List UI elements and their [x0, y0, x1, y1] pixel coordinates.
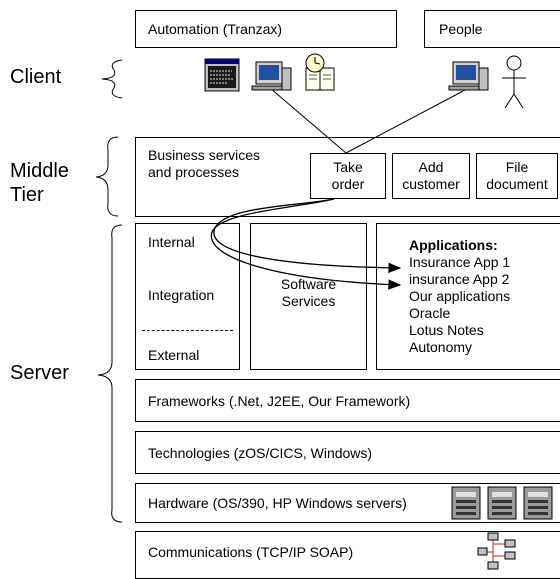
- add-customer-label-2: customer: [402, 176, 460, 192]
- applications-box: Applications: Insurance App 1 insurance …: [376, 223, 560, 370]
- technologies-layer: Technologies (zOS/CICS, Windows): [135, 431, 560, 474]
- software-services-label-2: Services: [281, 293, 336, 309]
- tier-label-server: Server: [10, 362, 69, 384]
- file-document-label-2: document: [486, 176, 548, 192]
- take-order-label: Take: [333, 159, 363, 175]
- hardware-label: Hardware (OS/390, HP Windows servers): [148, 495, 407, 511]
- stick-person-icon: [502, 55, 526, 109]
- take-order-to-app1-arrow: [213, 198, 402, 274]
- automation-box: Automation (Tranzax): [135, 10, 397, 48]
- clock-document-icon: [305, 53, 335, 91]
- tier-label-middle: Middle: [10, 160, 69, 182]
- application-item: Our applications: [409, 288, 511, 304]
- take-order-label-2: order: [331, 176, 365, 192]
- application-item: Insurance App 1: [409, 254, 511, 270]
- automation-label: Automation (Tranzax): [148, 21, 283, 37]
- desktop-computer-icon: [448, 61, 489, 91]
- server-tower-icon: [523, 486, 553, 520]
- people-label: People: [439, 21, 483, 37]
- tier-label-client: Client: [10, 66, 62, 88]
- take-order-to-app2-arrow: [210, 198, 402, 290]
- take-order-process: Take order: [310, 153, 386, 199]
- applications-title: Applications:: [409, 237, 498, 253]
- add-customer-process: Add customer: [392, 153, 470, 199]
- middle-brace: [95, 136, 119, 217]
- integration-label: Integration: [148, 287, 215, 303]
- tier-label-middle-2: Tier: [10, 184, 44, 206]
- business-services-label-2: and processes: [148, 164, 240, 180]
- integration-box: Internal Integration External: [135, 223, 240, 370]
- application-item: insurance App 2: [409, 271, 510, 287]
- integration-divider: [142, 330, 233, 331]
- desktop-computer-icon: [251, 61, 292, 91]
- external-label: External: [148, 347, 200, 363]
- server-tower-icon: [451, 486, 481, 520]
- people-to-take-order-line: [345, 89, 466, 154]
- server-brace: [97, 224, 123, 523]
- application-item: Autonomy: [409, 339, 473, 355]
- software-services-label: Software: [280, 276, 337, 292]
- software-services-box: Software Services: [250, 223, 367, 370]
- server-tower-icon: [487, 486, 517, 520]
- frameworks-layer: Frameworks (.Net, J2EE, Our Framework): [135, 379, 560, 422]
- client-brace: [101, 59, 123, 99]
- internal-label: Internal: [148, 234, 195, 250]
- business-services-label: Business services: [148, 147, 261, 163]
- application-item: Lotus Notes: [409, 322, 484, 338]
- network-diagram-icon: [477, 532, 516, 570]
- client-to-take-order-line: [269, 87, 347, 154]
- add-customer-label: Add: [418, 159, 444, 175]
- file-document-process: File document: [476, 153, 558, 199]
- file-document-label: File: [505, 159, 529, 175]
- technologies-label: Technologies (zOS/CICS, Windows): [148, 445, 373, 461]
- frameworks-label: Frameworks (.Net, J2EE, Our Framework): [148, 393, 411, 409]
- application-item: Oracle: [409, 305, 451, 321]
- terminal-window-icon: [204, 58, 240, 92]
- communications-label: Communications (TCP/IP SOAP): [148, 544, 354, 560]
- people-box: People: [424, 10, 560, 48]
